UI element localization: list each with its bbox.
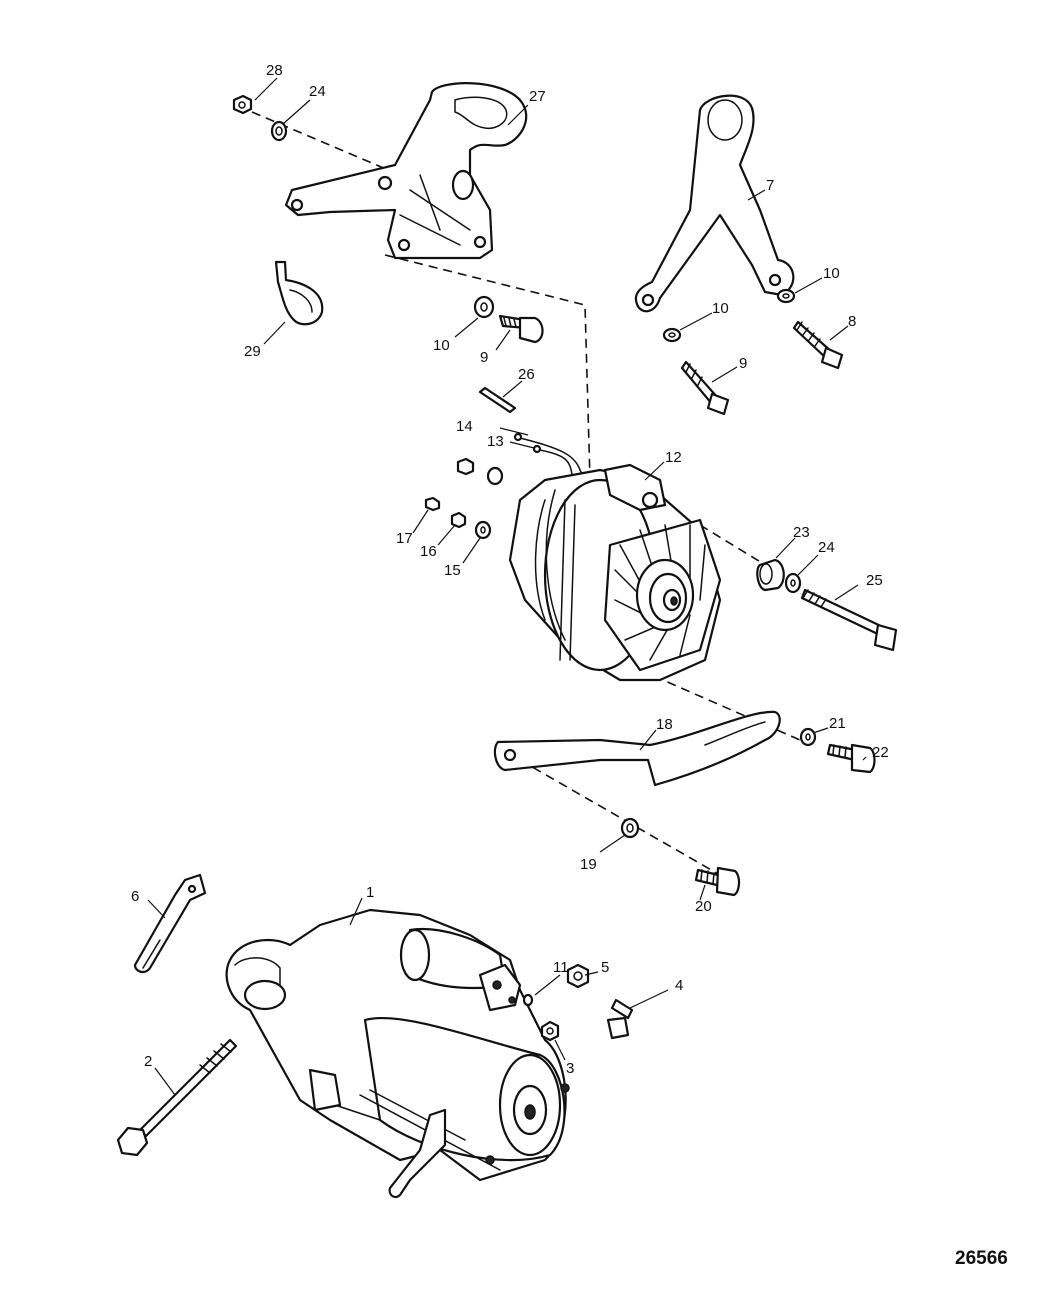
callout-10-right: 10 [823, 265, 840, 282]
starter-motor[interactable] [225, 908, 570, 1199]
pivot-bolt-assembly[interactable] [756, 558, 898, 652]
callout-16: 16 [420, 543, 437, 560]
right-bolts[interactable] [662, 288, 844, 416]
figure-number: 26566 [955, 1248, 1008, 1269]
callout-5: 5 [601, 959, 609, 976]
callout-4: 4 [675, 977, 683, 994]
callout-18: 18 [656, 716, 673, 733]
callout-15: 15 [444, 562, 461, 579]
bolt-9-left[interactable] [473, 295, 544, 344]
alternator[interactable] [508, 463, 722, 682]
callout-7: 7 [766, 177, 774, 194]
hose-clamp[interactable] [274, 260, 324, 326]
starter-mounting-bolt[interactable] [116, 1038, 238, 1157]
callout-26: 26 [518, 366, 535, 383]
starter-terminal-hardware[interactable] [522, 963, 634, 1042]
callout-11: 11 [553, 959, 569, 976]
callout-2: 2 [144, 1053, 152, 1070]
callout-6: 6 [131, 888, 139, 905]
callout-27: 27 [529, 88, 546, 105]
upper-mounting-bracket[interactable] [284, 82, 528, 260]
callout-23: 23 [793, 524, 810, 541]
callout-17: 17 [396, 530, 413, 547]
callout-29: 29 [244, 343, 261, 360]
shim-plate[interactable] [133, 873, 207, 974]
top-fasteners[interactable] [232, 94, 288, 142]
callout-9-left: 9 [480, 349, 488, 366]
pin-26[interactable] [478, 386, 517, 414]
callout-20: 20 [695, 898, 712, 915]
callout-21: 21 [829, 715, 846, 732]
callout-10-left: 10 [433, 337, 450, 354]
callout-14: 14 [456, 418, 473, 435]
callout-19: 19 [580, 856, 597, 873]
bracket-bolt[interactable] [620, 817, 741, 897]
right-bracket[interactable] [634, 94, 795, 313]
callout-24-right: 24 [818, 539, 835, 556]
callout-10-mid: 10 [712, 300, 729, 317]
adjusting-bracket[interactable] [493, 710, 781, 787]
terminal-nuts[interactable] [424, 457, 504, 540]
callout-25: 25 [866, 572, 883, 589]
callout-8: 8 [848, 313, 856, 330]
callout-1: 1 [366, 884, 374, 901]
callout-22: 22 [872, 744, 889, 761]
callout-24-top: 24 [309, 83, 326, 100]
adjusting-bolt[interactable] [799, 727, 876, 774]
leader-lines [147, 77, 867, 1096]
callout-28: 28 [266, 62, 283, 79]
callout-13: 13 [487, 433, 504, 450]
callout-labels: 28 24 27 7 10 10 8 9 10 9 29 26 14 13 12… [131, 62, 889, 1077]
assembly-lines [251, 111, 801, 876]
callout-12: 12 [665, 449, 682, 466]
callout-3: 3 [566, 1060, 574, 1077]
callout-9-right: 9 [739, 355, 747, 372]
